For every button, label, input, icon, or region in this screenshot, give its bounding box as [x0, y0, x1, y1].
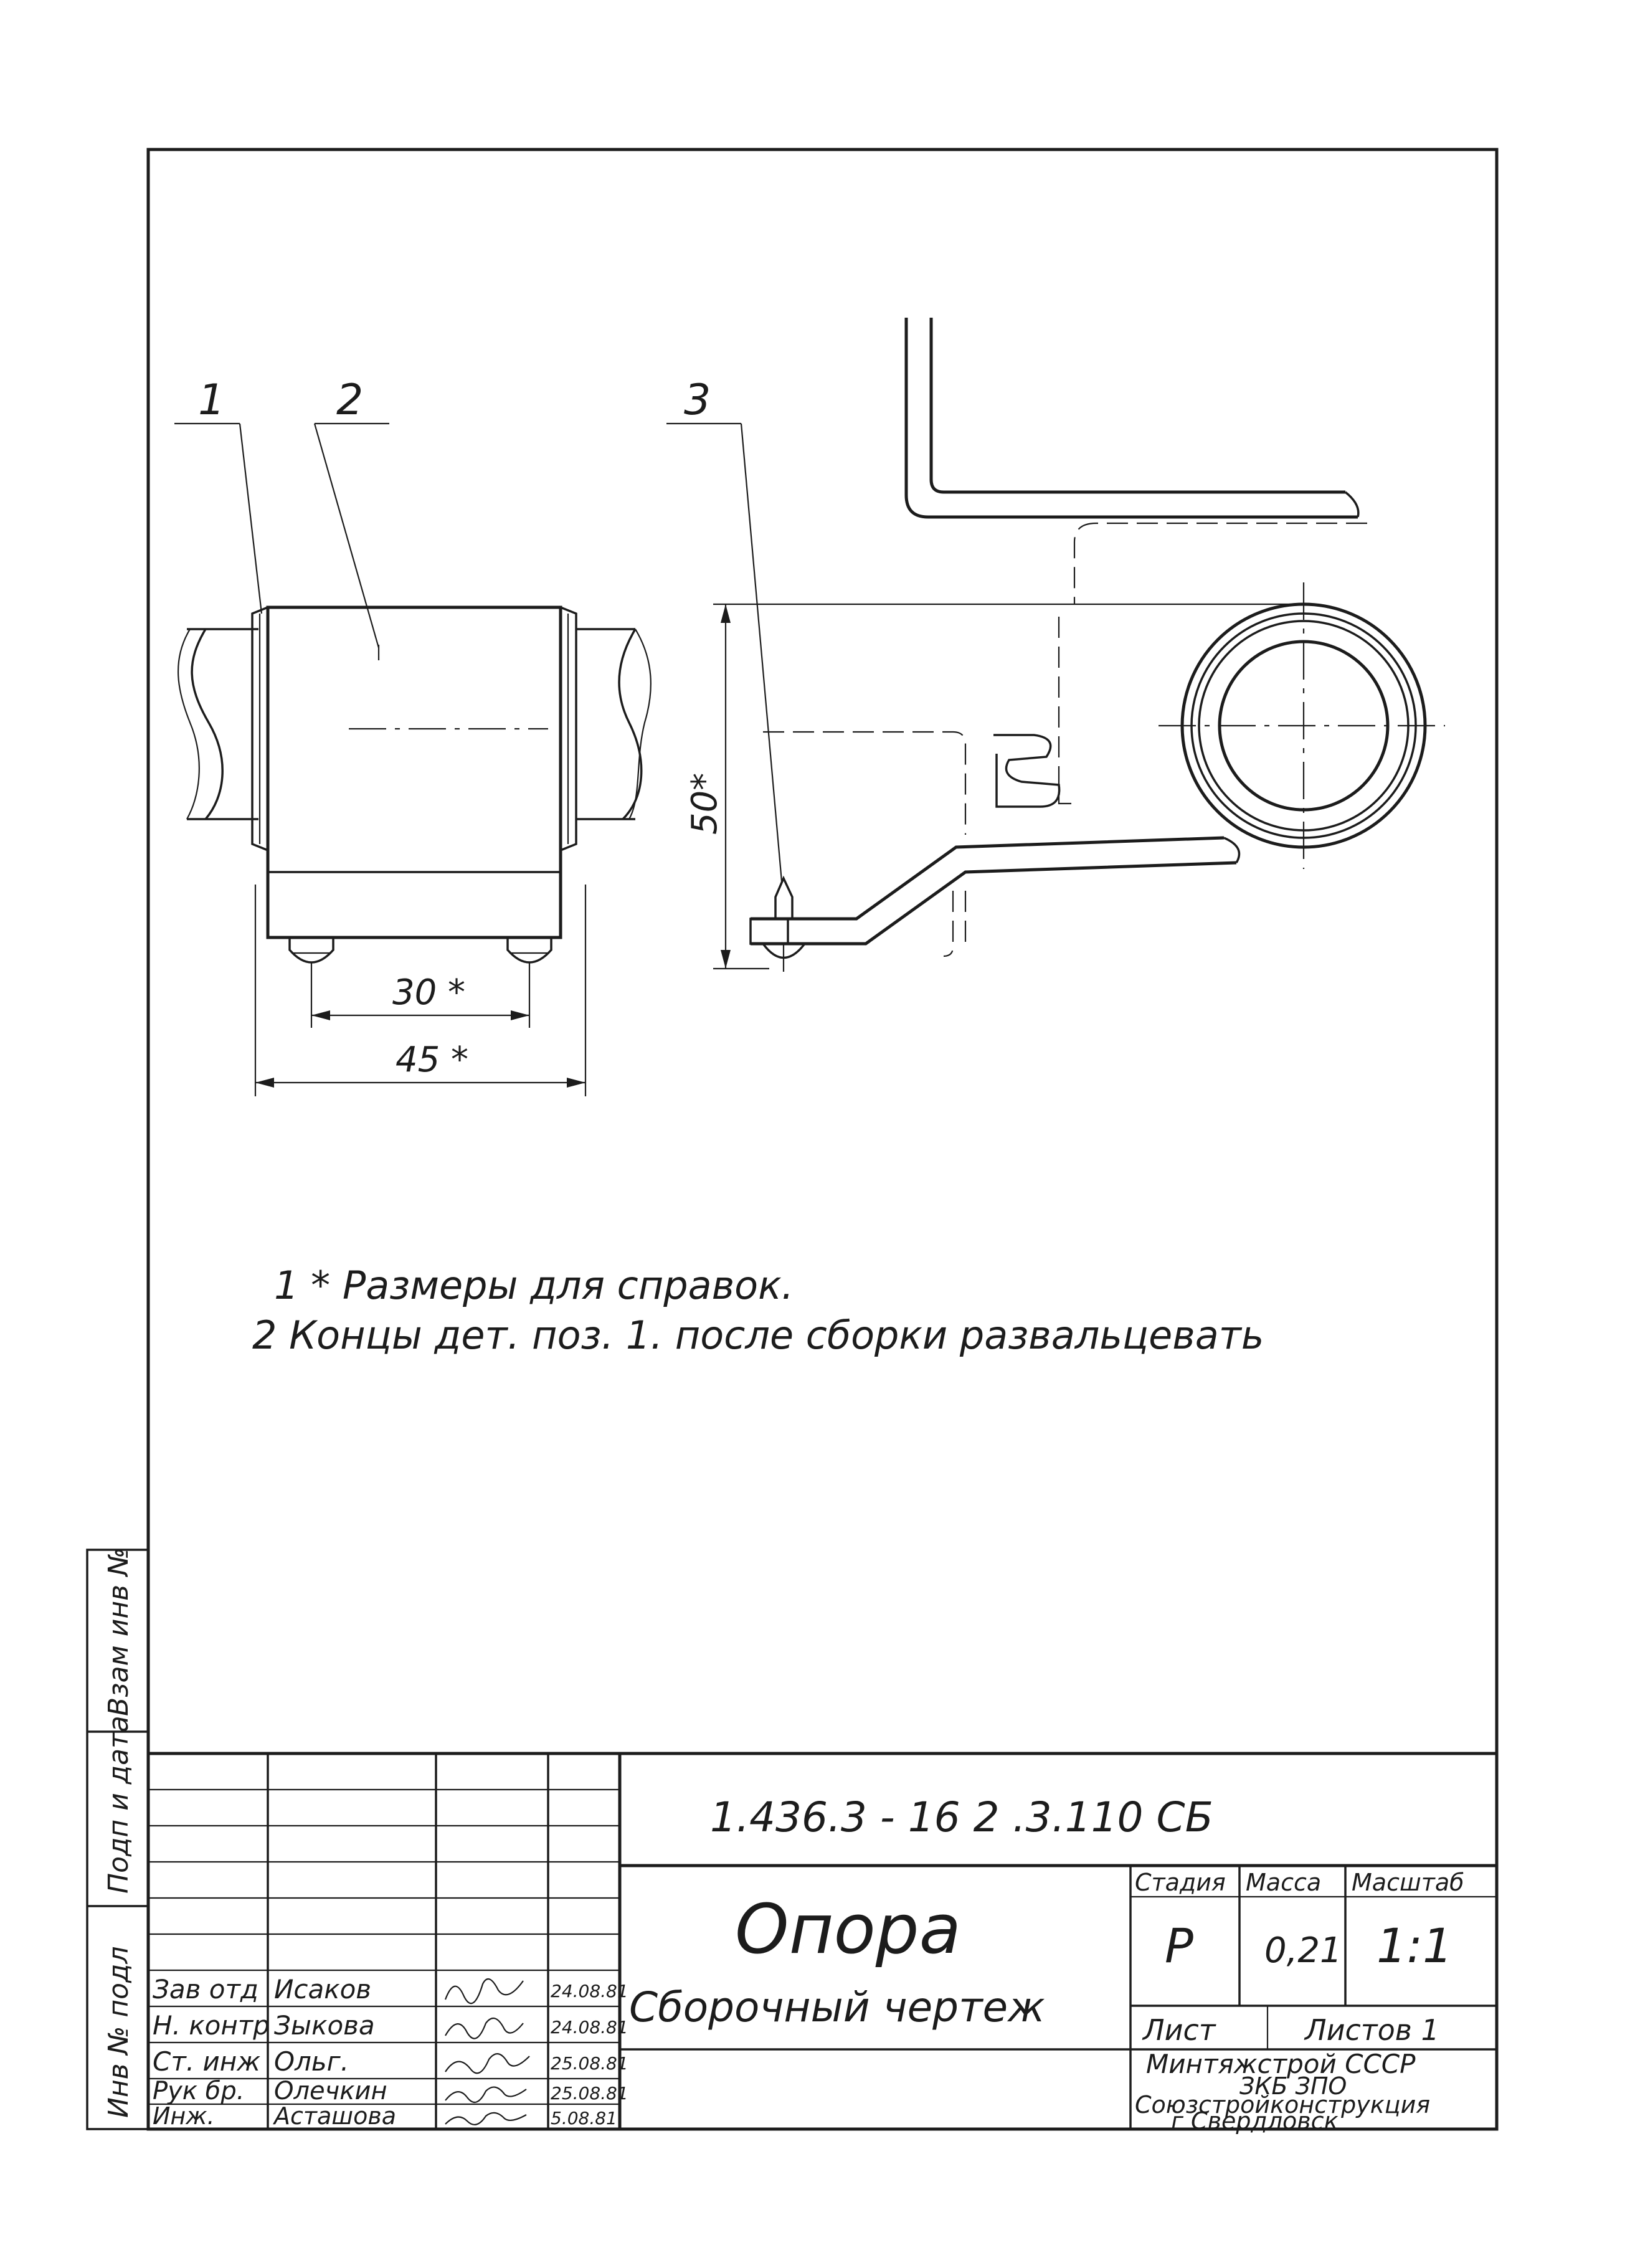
scale-value: 1:1	[1377, 1918, 1453, 1973]
side-label-sign-date: Подп и дата	[103, 1715, 135, 1894]
signature-mark	[445, 2086, 527, 2104]
dimension-45: 45 *	[254, 885, 587, 1096]
signature-name: Зыкова	[274, 2010, 375, 2041]
stage-value: Р	[1165, 1918, 1193, 1973]
signature-row: Ст. инж Ольг. 25.08.81	[153, 2046, 628, 2077]
side-label-inv-original: Инв № подл	[103, 1946, 135, 2118]
signature-row: Н. контр Зыкова 24.08.81	[153, 2010, 628, 2041]
signature-row: Инж. Асташова 5.08.81	[153, 2102, 617, 2130]
signature-date: 25.08.81	[551, 2083, 628, 2104]
signature-date: 25.08.81	[551, 2053, 628, 2074]
header-mass: Масса	[1246, 1869, 1321, 1896]
signature-date: 24.08.81	[551, 2017, 628, 2038]
signature-mark	[444, 1978, 524, 2005]
signature-role: Инж.	[153, 2102, 215, 2130]
signature-name: Асташова	[272, 2102, 396, 2130]
position-leader-2: 2	[313, 376, 389, 648]
dimension-50: 50*	[685, 603, 1308, 970]
sheets-label: Листов 1	[1304, 2013, 1439, 2047]
organization-line-2: ЗКБ ЗПО	[1239, 2072, 1347, 2100]
document-number: 1.436.3 - 16 2 .3.110 СБ	[710, 1793, 1213, 1841]
signature-row: Рук бр. Олечкин 25.08.81	[153, 2077, 628, 2105]
signature-mark	[445, 2053, 530, 2074]
signature-name: Исаков	[274, 1974, 371, 2005]
position-leader-3: 3	[666, 376, 783, 882]
signature-role: Рук бр.	[153, 2077, 244, 2105]
dimension-30: 30 *	[310, 962, 531, 1028]
position-3-label: 3	[684, 376, 711, 425]
header-stage: Стадия	[1135, 1869, 1226, 1896]
left-view	[177, 605, 652, 964]
signature-mark	[445, 2112, 527, 2125]
signature-role: Ст. инж	[153, 2046, 260, 2077]
signature-role: Зав отд	[153, 1974, 258, 2005]
right-view	[749, 318, 1445, 972]
title-block	[146, 1752, 1499, 2131]
dim-45-label: 45 *	[396, 1040, 468, 1080]
mass-value: 0,21	[1264, 1930, 1342, 1971]
signature-mark	[445, 2017, 524, 2039]
signature-row: Зав отд Исаков 24.08.81	[153, 1974, 628, 2005]
note-1: 1 * Размеры для справок.	[274, 1263, 794, 1308]
dim-50-label: 50*	[685, 773, 725, 835]
organization-line-3: Союзстройконструкция	[1135, 2091, 1430, 2119]
signature-date: 24.08.81	[551, 1981, 628, 2001]
signature-name: Олечкин	[274, 2077, 387, 2105]
organization-line-1: Минтяжстрой СССР	[1146, 2049, 1416, 2079]
position-2-label: 2	[336, 376, 363, 425]
position-leader-1: 1	[174, 376, 263, 614]
sheet-label: Лист	[1142, 2013, 1216, 2047]
drawing-type: Сборочный чертеж	[629, 1983, 1045, 2031]
header-scale: Масштаб	[1352, 1869, 1464, 1896]
organization-line-4: г Свердловск	[1171, 2107, 1339, 2135]
note-2: 2 Концы дет. поз. 1. после сборки развал…	[252, 1312, 1264, 1358]
signature-role: Н. контр	[153, 2010, 270, 2041]
drawing-name: Опора	[735, 1889, 961, 1969]
signature-name: Ольг.	[274, 2046, 349, 2077]
side-label-inv-replace: Взам инв №	[103, 1547, 135, 1716]
signature-date: 5.08.81	[551, 2108, 617, 2128]
dim-30-label: 30 *	[392, 972, 465, 1013]
position-1-label: 1	[198, 376, 225, 425]
